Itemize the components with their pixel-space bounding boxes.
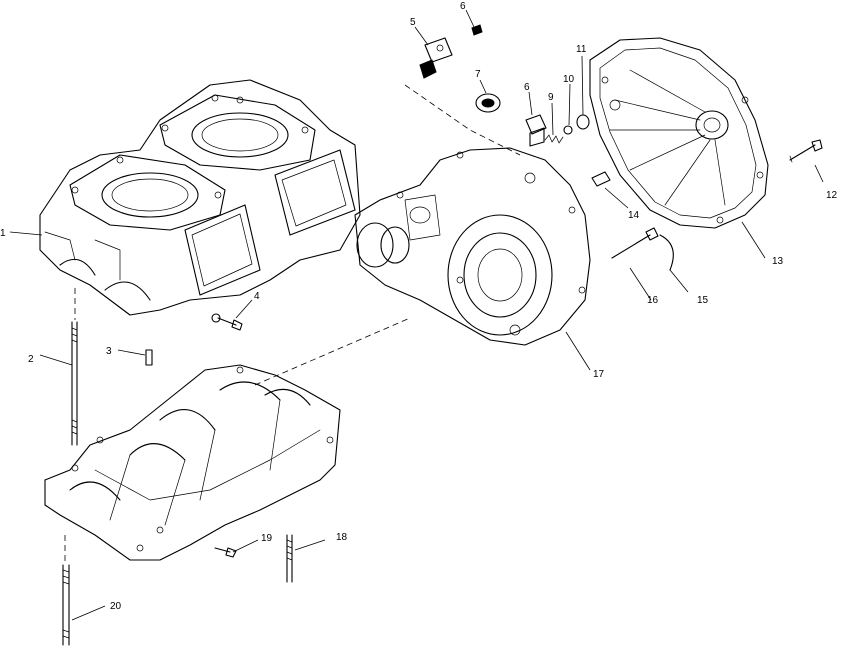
callout-17: 17 <box>593 369 605 380</box>
leader-17 <box>565 331 591 371</box>
leader-15 <box>669 269 689 293</box>
callout-3: 3 <box>106 346 112 357</box>
bolt-12 <box>789 139 823 163</box>
bolt-19 <box>214 547 237 558</box>
cover-13 <box>589 37 769 229</box>
callout-14: 14 <box>628 210 640 221</box>
leader-6b <box>528 91 533 116</box>
leader-4 <box>235 299 253 319</box>
callout-19: 19 <box>261 533 273 544</box>
leader-7 <box>479 79 487 94</box>
leader-2 <box>39 354 73 366</box>
plug-6 <box>525 114 547 147</box>
leader-9 <box>551 102 554 136</box>
callout-5: 5 <box>410 17 416 28</box>
callout-15: 15 <box>697 295 709 306</box>
leader-13 <box>741 221 766 259</box>
assembly-line-a <box>404 84 521 156</box>
leader-11 <box>581 55 584 116</box>
leader-16 <box>629 267 652 301</box>
bolt-4 <box>211 313 243 331</box>
callout-4: 4 <box>254 291 260 302</box>
callout-11: 11 <box>576 44 587 55</box>
leader-1 <box>9 231 43 236</box>
callout-20: 20 <box>110 601 122 612</box>
leader-3 <box>117 349 146 356</box>
callout-16: 16 <box>647 295 659 306</box>
callout-18: 18 <box>336 532 348 543</box>
seal-7 <box>475 93 501 113</box>
leader-10 <box>568 83 571 126</box>
callout-13: 13 <box>772 256 784 267</box>
callout-9: 9 <box>548 92 554 103</box>
stud-2 <box>71 321 78 446</box>
oring-11 <box>576 114 590 130</box>
pin-14 <box>591 171 611 187</box>
callout-10: 10 <box>563 74 575 85</box>
bolt-18 <box>286 534 293 583</box>
ball-10 <box>563 125 573 135</box>
leader-19 <box>232 539 259 553</box>
fitting-5 <box>419 37 453 79</box>
callout-1: 1 <box>0 228 6 239</box>
leader-12 <box>814 164 824 183</box>
leader-5 <box>414 26 429 46</box>
lower-crankcase <box>44 364 341 561</box>
assembly-line-b <box>254 317 411 386</box>
bolt-16 <box>611 227 659 259</box>
stud-20 <box>62 564 70 646</box>
housing-17 <box>354 147 591 346</box>
leader-6a <box>465 9 475 28</box>
callout-12: 12 <box>826 190 838 201</box>
leader-20 <box>71 605 106 621</box>
callout-6a: 6 <box>460 1 466 12</box>
dowel-3 <box>145 349 153 366</box>
gasket-15 <box>659 234 674 271</box>
callout-6b: 6 <box>524 82 530 93</box>
spring-9 <box>544 134 564 144</box>
callout-2: 2 <box>28 354 34 365</box>
upper-crankcase <box>39 79 361 316</box>
leader-14 <box>604 187 629 209</box>
screw-6-top <box>471 24 483 36</box>
leader-18 <box>294 539 326 551</box>
callout-7: 7 <box>475 69 481 80</box>
